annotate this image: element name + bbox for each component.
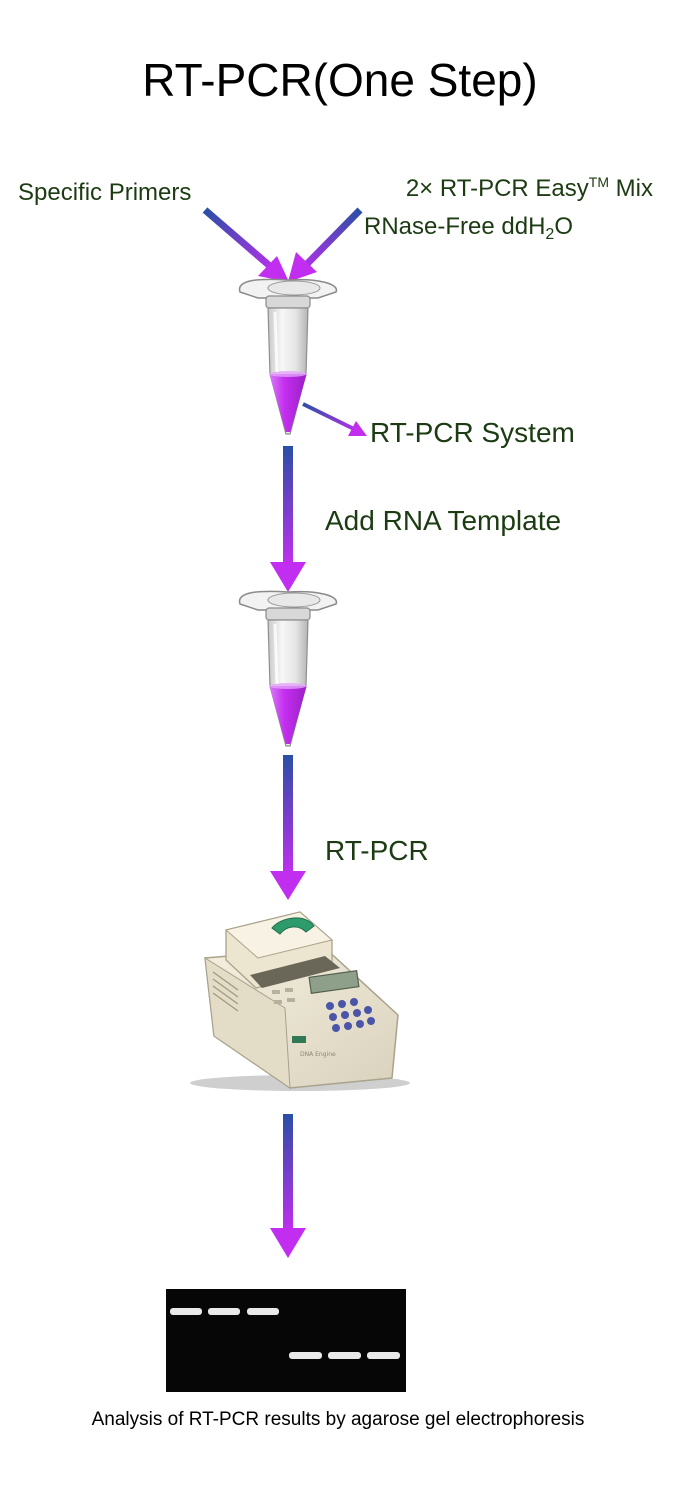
gel-band-3 <box>247 1308 279 1315</box>
system-label: RT-PCR System <box>370 417 575 448</box>
gel-band-6 <box>367 1352 400 1359</box>
primers-arrow <box>202 207 289 282</box>
step-arrow-3 <box>270 1114 306 1258</box>
step-arrow-1 <box>270 446 306 592</box>
mix-label-tail: Mix <box>609 175 653 202</box>
mix-arrow <box>288 207 363 282</box>
gel-band-4 <box>289 1352 322 1359</box>
primers-label: Specific Primers <box>18 179 191 206</box>
step-label-1: Add RNA Template <box>325 505 561 536</box>
step-label-2: RT-PCR <box>325 835 429 866</box>
mix-label-tm: TM <box>589 174 609 190</box>
gel-band-2 <box>208 1308 240 1315</box>
gel-caption: Analysis of RT-PCR results by agarose ge… <box>92 1409 585 1430</box>
agarose-gel-image <box>166 1289 406 1392</box>
gel-band-5 <box>328 1352 361 1359</box>
gel-band-1 <box>170 1308 202 1315</box>
microcentrifuge-tube-1 <box>238 277 338 436</box>
water-label-b: O <box>554 213 573 240</box>
water-label-a: RNase-Free ddH <box>364 213 545 240</box>
step-arrow-2 <box>270 755 306 900</box>
thermal-cycler-image: DNA Engine <box>190 911 410 1091</box>
water-label-sub: 2 <box>545 226 554 243</box>
svg-text:DNA Engine: DNA Engine <box>300 1051 336 1058</box>
microcentrifuge-tube-2 <box>238 589 338 748</box>
mix-label: 2× RT-PCR EasyTM Mix <box>406 174 653 202</box>
water-label: RNase-Free ddH2O <box>364 213 573 243</box>
mix-label-main: 2× RT-PCR Easy <box>406 175 589 202</box>
system-arrow <box>302 402 367 436</box>
page-title: RT-PCR(One Step) <box>142 54 537 106</box>
